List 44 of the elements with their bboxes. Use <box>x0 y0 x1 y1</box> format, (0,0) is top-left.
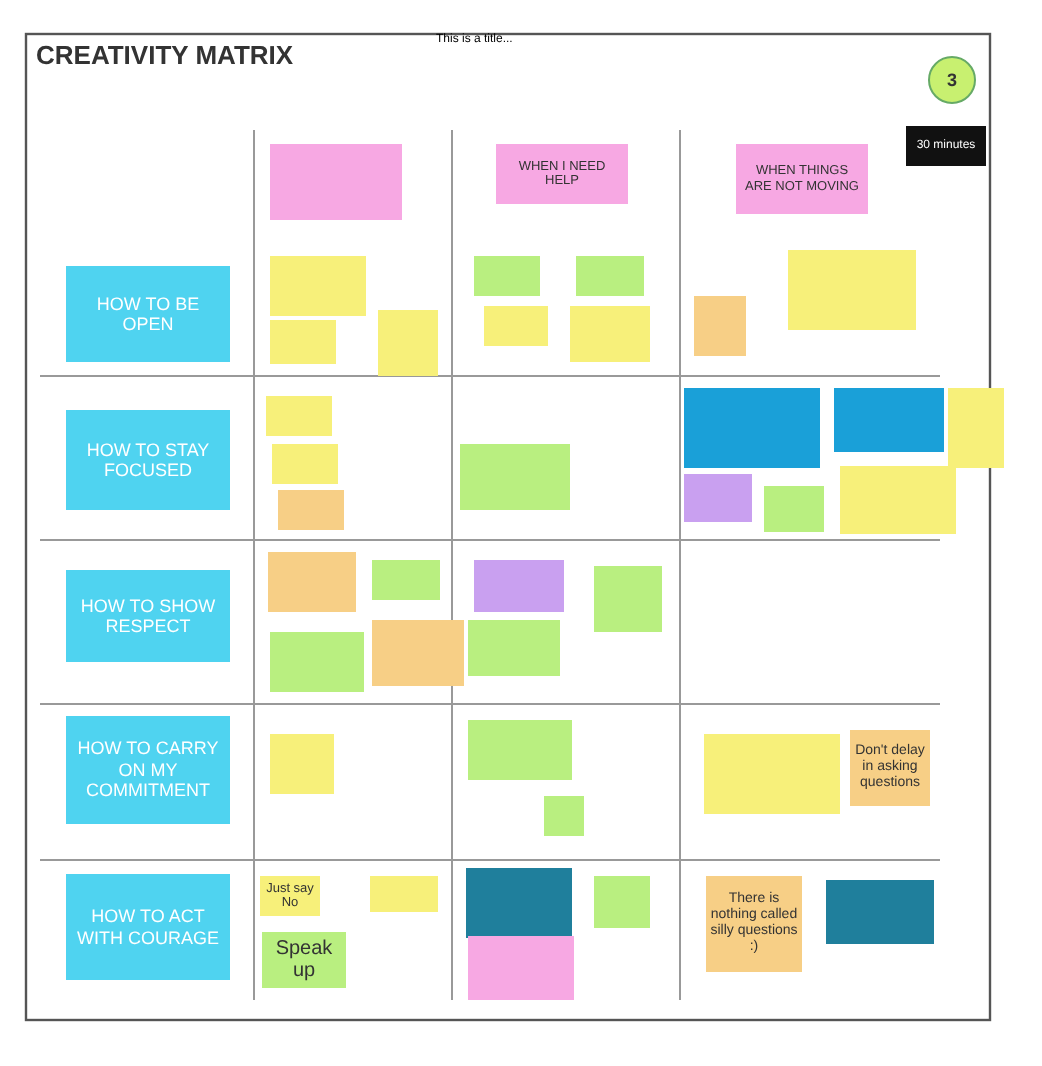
sticky-note <box>694 296 746 356</box>
row-header-card: HOW TO BE OPEN <box>66 266 230 362</box>
sticky-note <box>826 880 934 944</box>
sticky-note <box>764 486 824 532</box>
sticky-note <box>474 256 540 296</box>
sticky-note <box>468 936 574 1000</box>
sticky-note <box>544 796 584 836</box>
sticky-note <box>370 876 438 912</box>
sticky-note <box>468 720 572 780</box>
sticky-note <box>372 620 464 686</box>
row-header-card: HOW TO STAY FOCUSED <box>66 410 230 510</box>
sticky-note <box>460 444 570 510</box>
sticky-note <box>278 490 344 530</box>
sticky-note <box>268 552 356 612</box>
sticky-note <box>788 250 916 330</box>
sticky-note <box>468 620 560 676</box>
sticky-note <box>576 256 644 296</box>
sticky-note <box>270 256 366 316</box>
sticky-note <box>266 396 332 436</box>
sticky-note <box>272 444 338 484</box>
sticky-note <box>270 144 402 220</box>
sticky-note <box>270 320 336 364</box>
sticky-note <box>570 306 650 362</box>
sticky-note <box>372 560 440 600</box>
sticky-note <box>684 474 752 522</box>
sticky-note: Speak up <box>262 932 346 988</box>
row-header-card: HOW TO ACT WITH COURAGE <box>66 874 230 980</box>
sticky-note <box>684 388 820 468</box>
sticky-note <box>270 632 364 692</box>
sticky-note <box>270 734 334 794</box>
sticky-note <box>594 566 662 632</box>
sticky-note <box>840 466 956 534</box>
row-header-card: HOW TO CARRY ON MY COMMITMENT <box>66 716 230 824</box>
step-number-badge: 3 <box>928 56 976 104</box>
sticky-note <box>474 560 564 612</box>
sticky-note <box>704 734 840 814</box>
sticky-note <box>484 306 548 346</box>
sticky-note <box>594 876 650 928</box>
sticky-note <box>466 868 572 938</box>
sticky-note <box>378 310 438 376</box>
row-header-card: HOW TO SHOW RESPECT <box>66 570 230 662</box>
sticky-note <box>834 388 944 452</box>
diagram-title: CREATIVITY MATRIX <box>36 40 294 70</box>
sticky-note <box>948 388 1004 468</box>
